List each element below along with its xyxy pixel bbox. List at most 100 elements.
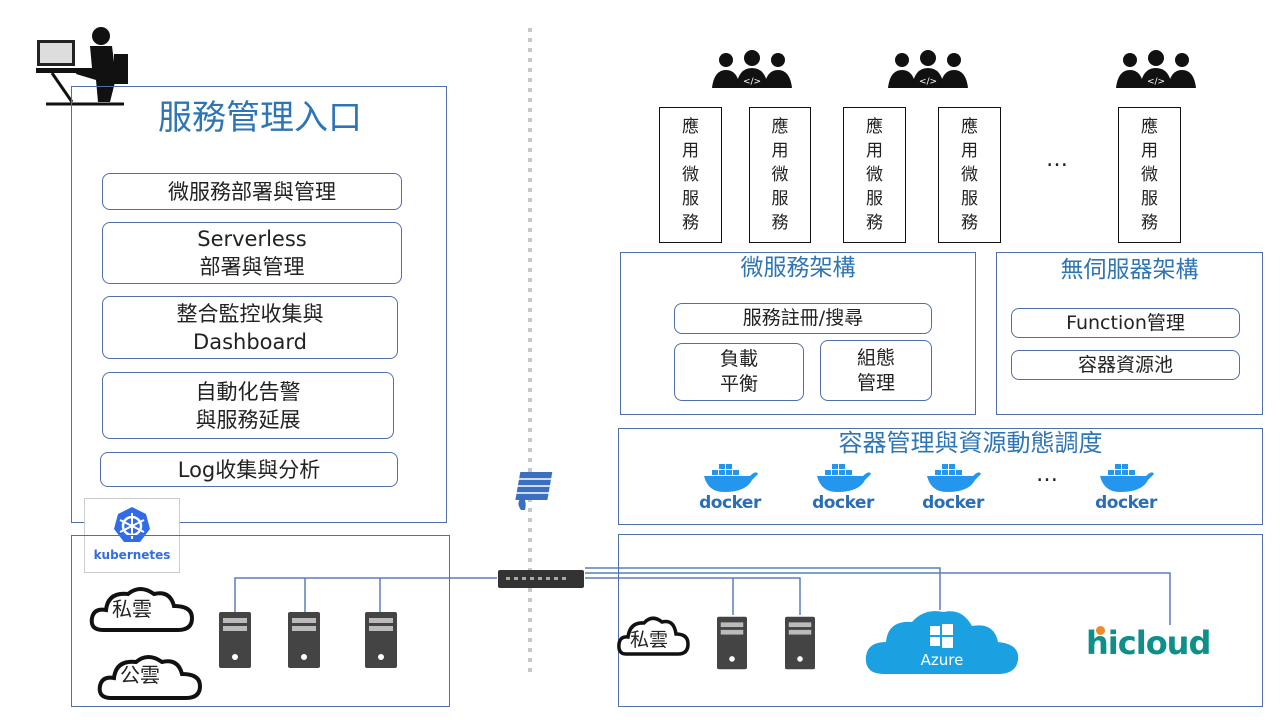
right-infrastructure [618,534,1263,707]
label: 用 [682,141,699,161]
label: 用 [771,141,789,161]
app-microservice-box: 應用微服務 [659,107,722,243]
public-cloud-label: 公雲 [120,663,160,687]
docker-ellipsis: … [1036,462,1058,487]
service-management-portal [71,86,447,523]
app-microservice-box: 應用微服務 [1118,107,1181,243]
docker-logo: docker [1086,462,1166,514]
service-registry: 服務註冊/搜尋 [674,303,932,334]
label: 微 [866,165,883,185]
serverless-arch-title: 無伺服器架構 [1060,257,1199,283]
label: docker [812,493,874,513]
network-switch-icon [498,570,584,588]
label: docker [699,493,761,513]
docker-whale-icon [1100,464,1154,492]
item-label: 部署與管理 [199,255,305,279]
left-infrastructure [71,535,450,707]
item-label: 自動化告警 [195,379,301,404]
item-label: 與服務延展 [195,407,301,432]
docker-logo: docker [913,462,993,514]
container-management [618,428,1263,525]
developer-team-icon: </> [888,50,968,88]
label: 負載 [719,348,758,370]
kubernetes-label: kubernetes [93,548,171,562]
label: 服 [682,189,699,209]
private-cloud-icon [617,616,690,656]
microservice-architecture [620,252,976,415]
label: 微 [682,165,699,185]
private-cloud-label: 私雲 [112,597,152,621]
label: 用 [866,141,883,161]
label: docker [922,493,984,513]
function-management: Function管理 [1011,308,1240,338]
server-icon [365,612,397,668]
docker-whale-icon [704,464,758,492]
item-label: Log收集與分析 [177,457,321,482]
label: 服 [961,189,978,209]
docker-whale-icon [817,464,871,492]
app-microservice-box: 應用微服務 [938,107,1001,243]
label: 平衡 [719,373,758,395]
azure-cloud-icon [865,611,1019,674]
label: 服務註冊/搜尋 [742,307,864,329]
label: 服 [1141,189,1158,209]
item-label: 整合監控收集與 [176,301,324,326]
docker-logo: docker [690,462,770,514]
label: Function管理 [1066,311,1185,334]
label: 組態 [856,346,895,369]
private-cloud-label: 私雲 [630,629,669,651]
svg-text:</>: </> [743,77,761,87]
label: 用 [961,141,978,161]
serverless-architecture [996,252,1263,415]
svg-text:</>: </> [1147,77,1165,87]
portal-item-alerting[interactable]: 自動化告警 與服務延展 [102,372,394,439]
app-microservice-box: 應用微服務 [749,107,811,243]
config-management: 組態管理 [820,340,932,401]
server-icon [288,612,320,668]
portal-item-log[interactable]: Log收集與分析 [100,452,398,487]
svg-text:</>: </> [919,77,937,87]
server-icon [219,612,251,668]
developer-team-icon: </> [1116,50,1196,88]
label: 務 [1141,213,1158,233]
public-cloud-icon [97,655,203,700]
developer-team-icon: </> [712,50,792,88]
label: 微 [961,165,978,185]
container-title: 容器管理與資源動態調度 [838,429,1103,457]
hicloud-label: hicloud [1086,624,1211,662]
kubernetes-wheel-icon [114,507,150,542]
container-resource-pool: 容器資源池 [1011,350,1240,380]
hicloud-logo: hicloud [1086,624,1211,662]
label: 微 [771,165,789,185]
app-microservice-box: 應用微服務 [843,107,906,243]
docker-whale-icon [927,464,981,492]
label: 用 [1141,141,1158,161]
portal-item-serverless[interactable]: Serverless 部署與管理 [102,222,402,284]
docker-logo: docker [803,462,883,514]
portal-item-microservice-deploy[interactable]: 微服務部署與管理 [102,173,402,210]
item-label: Dashboard [193,329,307,354]
firewall-icon [515,472,553,510]
label: 務 [961,213,978,233]
label: 服 [866,189,883,209]
label: 容器資源池 [1077,353,1173,376]
portal-item-monitoring[interactable]: 整合監控收集與 Dashboard [102,296,398,359]
label: 服 [771,189,789,209]
label: 務 [771,213,789,233]
label: 應 [1141,117,1158,137]
label: 應 [771,117,789,137]
microservices-ellipsis: … [1046,147,1068,172]
portal-title: 服務管理入口 [158,98,362,138]
item-label: 微服務部署與管理 [168,179,336,204]
label: 微 [1141,165,1158,185]
label: docker [1095,493,1157,513]
server-icon [717,616,747,670]
operator-workstation-icon [36,27,128,106]
label: 應 [866,117,883,137]
hicloud-dot-icon [1096,626,1105,635]
label: 應 [961,117,978,137]
server-icon [785,616,815,670]
private-cloud-icon [89,587,195,632]
microservice-arch-title: 微服務架構 [740,255,856,281]
